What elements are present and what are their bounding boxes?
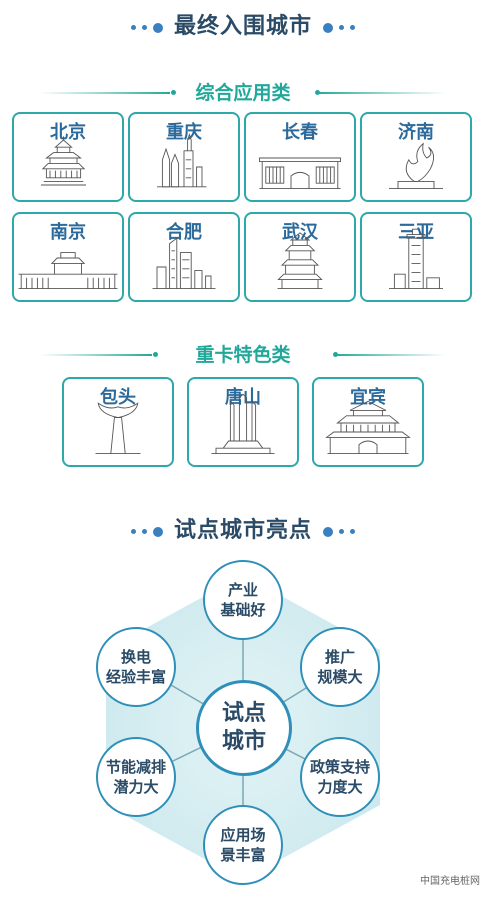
page-title: 最终入围城市 xyxy=(0,8,486,40)
building-icon xyxy=(389,228,443,290)
divider-right xyxy=(316,92,446,94)
highlight-line: 景丰富 xyxy=(220,846,266,864)
divider-dot xyxy=(153,352,158,357)
city-card-general-6: 武汉 xyxy=(244,212,356,302)
building-icon xyxy=(157,133,207,188)
dot-decoration-left xyxy=(128,15,166,40)
building-icon xyxy=(259,157,341,190)
city-name: 北京 xyxy=(50,122,86,143)
city-card-general-0: 北京 xyxy=(12,112,124,202)
city-card-heavy-0: 包头 xyxy=(62,377,174,467)
divider-right xyxy=(334,354,446,356)
city-card-general-5: 合肥 xyxy=(128,212,240,302)
dot-decoration-left xyxy=(128,519,166,544)
divider-dot xyxy=(171,90,176,95)
city-card-general-1: 重庆 xyxy=(128,112,240,202)
center-line-1: 试点 xyxy=(221,701,266,726)
center-line-2: 城市 xyxy=(221,729,266,754)
highlight-line: 应用场 xyxy=(220,826,266,844)
city-card-heavy-1: 唐山 xyxy=(187,377,299,467)
highlight-line: 力度大 xyxy=(317,778,363,796)
building-icon xyxy=(95,402,141,455)
city-card-general-7: 三亚 xyxy=(360,212,472,302)
highlight-bubble: 政策支持力度大 xyxy=(300,737,380,817)
city-name: 重庆 xyxy=(166,122,202,143)
city-card-general-3: 济南 xyxy=(360,112,472,202)
dot-decoration-right xyxy=(320,519,358,544)
watermark: 中国充电桩网 xyxy=(420,876,480,887)
building-icon xyxy=(18,252,118,290)
highlight-line: 政策支持 xyxy=(309,758,370,776)
city-name: 长春 xyxy=(282,122,318,143)
highlights-title: 试点城市亮点 xyxy=(0,512,486,544)
highlight-bubble: 推广规模大 xyxy=(300,627,380,707)
city-name: 宜宾 xyxy=(350,387,386,408)
section-heavy-title: 重卡特色类 xyxy=(195,344,291,366)
building-icon xyxy=(152,237,216,290)
city-card-heavy-2: 宜宾 xyxy=(312,377,424,467)
building-icon xyxy=(325,400,411,455)
highlight-bubble: 产业基础好 xyxy=(203,560,283,640)
highlight-line: 节能减排 xyxy=(105,758,166,776)
highlight-line: 推广 xyxy=(324,648,355,666)
highlight-line: 产业 xyxy=(227,581,258,599)
city-card-general-2: 长春 xyxy=(244,112,356,202)
divider-left xyxy=(40,92,170,94)
city-name: 济南 xyxy=(398,122,434,143)
building-icon xyxy=(277,232,323,290)
divider-dot xyxy=(315,90,320,95)
city-card-general-4: 南京 xyxy=(12,212,124,302)
section-general-title: 综合应用类 xyxy=(195,82,291,104)
highlight-line: 潜力大 xyxy=(113,778,159,796)
building-icon xyxy=(211,393,275,455)
page-title-text: 最终入围城市 xyxy=(173,14,312,39)
dot-decoration-right xyxy=(320,15,358,40)
highlight-bubble: 节能减排潜力大 xyxy=(96,737,176,817)
highlight-line: 换电 xyxy=(120,648,151,666)
city-name: 包头 xyxy=(100,387,136,408)
city-name: 南京 xyxy=(50,222,86,243)
building-icon xyxy=(389,142,443,190)
highlight-line: 规模大 xyxy=(317,668,363,686)
highlight-bubble: 换电经验丰富 xyxy=(96,627,176,707)
highlight-line: 经验丰富 xyxy=(105,668,166,686)
building-icon xyxy=(41,136,86,186)
divider-dot xyxy=(333,352,338,357)
city-name: 合肥 xyxy=(166,222,202,243)
highlight-bubble: 应用场景丰富 xyxy=(203,805,283,885)
center-bubble: 试点 城市 xyxy=(196,680,292,776)
highlights-title-text: 试点城市亮点 xyxy=(173,518,312,543)
divider-left xyxy=(40,354,152,356)
highlight-line: 基础好 xyxy=(220,601,266,619)
